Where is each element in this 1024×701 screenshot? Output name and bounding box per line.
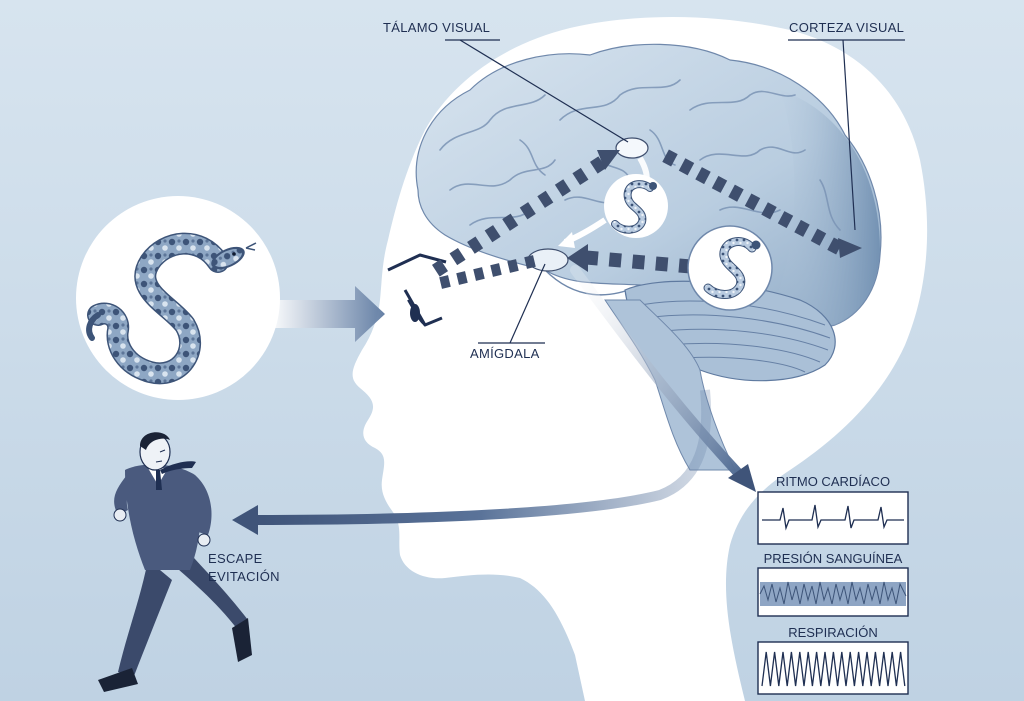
eye-to-thalamus-path bbox=[431, 150, 620, 277]
blood-pressure-panel bbox=[757, 567, 909, 617]
pathway-dash bbox=[456, 271, 468, 285]
pathway-dash bbox=[467, 236, 484, 254]
escape-label: ESCAPE bbox=[208, 551, 263, 566]
pathway-dash bbox=[728, 184, 744, 202]
blood-pressure-trace bbox=[759, 581, 907, 605]
pathway-dash bbox=[519, 202, 536, 220]
pathway-dash bbox=[439, 275, 451, 289]
pathway-dash bbox=[484, 225, 501, 243]
heart-rate-panel bbox=[757, 491, 909, 545]
eye-to-amygdala-path bbox=[439, 255, 536, 289]
pathway-dash bbox=[473, 267, 485, 281]
respiration-label: RESPIRACIÓN bbox=[788, 625, 878, 640]
pathway-dash bbox=[585, 250, 599, 266]
pathway-dash bbox=[761, 202, 777, 220]
pathway-dash bbox=[589, 156, 607, 174]
pathway-dash bbox=[507, 259, 519, 273]
pathway-dash bbox=[554, 179, 571, 197]
thalamus-to-cortex-path bbox=[662, 149, 862, 258]
pathway-dash bbox=[678, 158, 695, 176]
respiration-trace bbox=[761, 651, 906, 687]
respiration-panel bbox=[757, 641, 909, 695]
escape-arrow bbox=[254, 389, 712, 525]
cortex-snake-bubble bbox=[687, 225, 773, 311]
cortex-label: CORTEZA VISUAL bbox=[789, 20, 905, 35]
pathway-dash bbox=[711, 175, 728, 193]
thalamus-snake-bubble bbox=[604, 174, 668, 238]
heart-rate-label: RITMO CARDÍACO bbox=[775, 474, 891, 489]
eye bbox=[387, 253, 447, 327]
pathway-dash bbox=[431, 259, 449, 277]
avoidance-label: EVITACIÓN bbox=[208, 569, 280, 584]
pathway-dash bbox=[744, 193, 761, 211]
pathway-dash bbox=[608, 252, 622, 268]
snake-stimulus-bubble bbox=[76, 196, 280, 400]
blood-pressure-label: PRESIÓN SANGUÍNEA bbox=[763, 551, 903, 566]
visual-input-arrow bbox=[270, 286, 385, 342]
heart-rate-trace bbox=[762, 504, 904, 531]
pathway-dash bbox=[490, 263, 502, 277]
pathway-dash bbox=[662, 149, 678, 167]
pathway-dash bbox=[572, 167, 589, 186]
pathway-dash bbox=[502, 213, 519, 231]
pathway-dash bbox=[449, 247, 466, 266]
autonomic-response-arrow bbox=[570, 265, 745, 480]
pathway-dash bbox=[695, 167, 711, 185]
pathway-dash bbox=[524, 255, 536, 269]
thalamus-label: TÁLAMO VISUAL bbox=[383, 20, 491, 35]
pathway-dash bbox=[631, 254, 646, 270]
pathway-dash bbox=[777, 211, 794, 229]
amygdala-label: AMÍGDALA bbox=[470, 346, 540, 361]
pathway-dash bbox=[537, 190, 554, 208]
pathway-dash bbox=[794, 219, 810, 237]
thalamus-structure bbox=[615, 137, 649, 159]
running-man bbox=[98, 432, 252, 692]
pathway-dash bbox=[655, 256, 669, 272]
pathway-dash bbox=[810, 228, 827, 246]
